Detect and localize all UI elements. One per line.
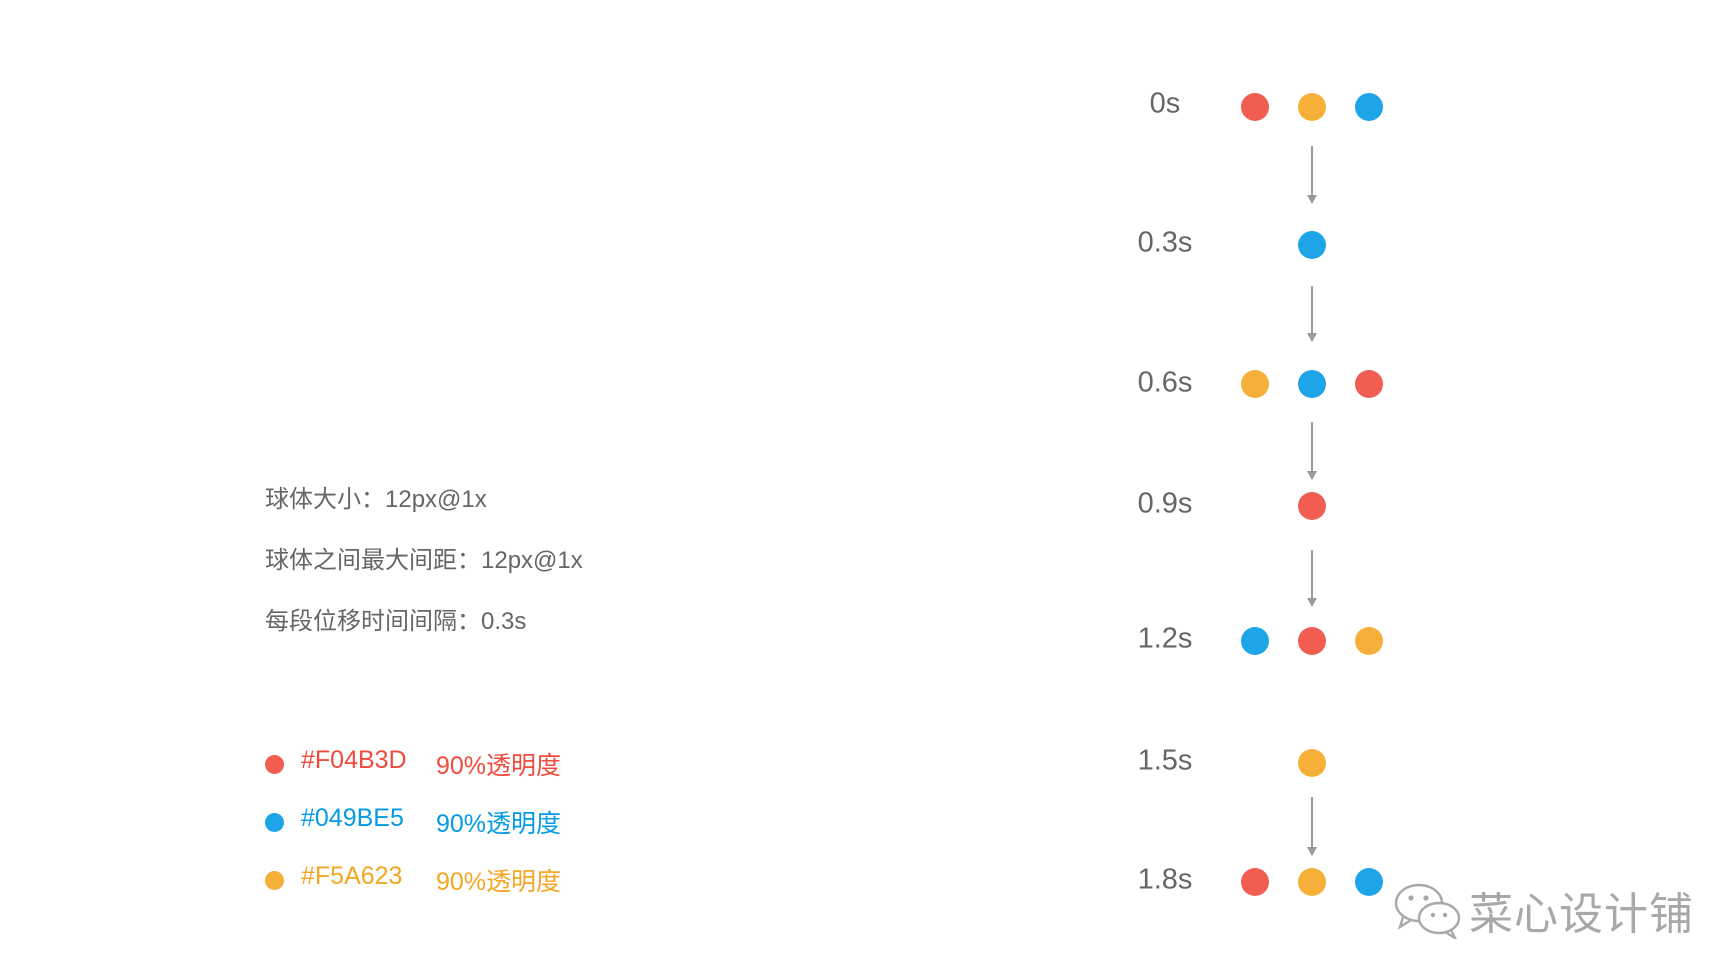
spec-ball-spacing: 球体之间最大间距：12px@1x [265,547,583,574]
color-legend: #F04B3D 90%透明度 #049BE5 90%透明度 #F5A623 90… [265,746,561,920]
time-label: 1.2s [1137,622,1193,655]
legend-item-blue: #049BE5 90%透明度 [265,804,561,862]
spec-interval: 每段位移时间间隔：0.3s [265,608,527,635]
blue-ball [1355,93,1383,121]
wechat-icon [1394,883,1461,939]
red-ball [1298,627,1326,655]
orange-ball [1241,370,1269,398]
time-label: 1.8s [1137,863,1193,896]
time-label: 0.9s [1137,487,1193,520]
orange-ball [1298,93,1326,121]
red-dot-icon [265,755,284,774]
down-arrow-icon [1311,286,1313,341]
blue-ball [1298,231,1326,259]
red-ball [1241,868,1269,896]
legend-hex: #F04B3D [301,746,407,774]
red-ball [1298,492,1326,520]
orange-ball [1298,749,1326,777]
legend-opacity: 90%透明度 [436,752,562,780]
legend-hex: #049BE5 [301,804,404,832]
time-label: 0.6s [1137,366,1193,399]
legend-opacity: 90%透明度 [436,810,562,838]
time-label: 0s [1149,87,1181,120]
time-label: 0.3s [1137,226,1193,259]
orange-ball [1298,868,1326,896]
red-ball [1241,93,1269,121]
down-arrow-icon [1311,797,1313,855]
time-label: 1.5s [1137,744,1193,777]
blue-dot-icon [265,813,284,832]
blue-ball [1355,868,1383,896]
down-arrow-icon [1311,422,1313,479]
red-ball [1355,370,1383,398]
watermark-text: 菜心设计铺 [1469,890,1694,939]
blue-ball [1298,370,1326,398]
down-arrow-icon [1311,550,1313,606]
orange-dot-icon [265,871,284,890]
orange-ball [1355,627,1383,655]
ball-specs: 球体大小：12px@1x 球体之间最大间距：12px@1x 每段位移时间间隔：0… [265,485,583,668]
legend-hex: #F5A623 [301,862,403,890]
spec-ball-size: 球体大小：12px@1x [265,486,487,513]
blue-ball [1241,627,1269,655]
legend-item-orange: #F5A623 90%透明度 [265,862,561,920]
legend-opacity: 90%透明度 [436,868,562,896]
legend-item-red: #F04B3D 90%透明度 [265,746,561,804]
down-arrow-icon [1311,146,1313,203]
watermark: 菜心设计铺 [1393,878,1694,942]
